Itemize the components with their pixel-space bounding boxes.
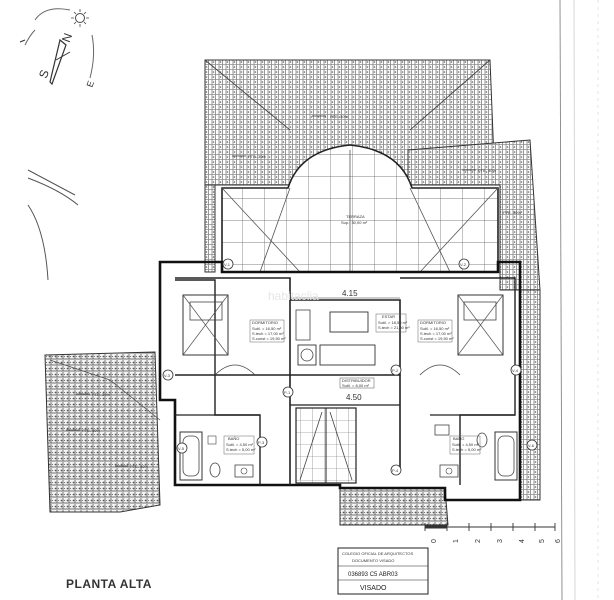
dormitorio-right-line2: S.tech = 17,00 m² [420,331,452,336]
distribuidor-area: Sutil. = 8,00 m² [342,383,370,388]
roof-slope-mid: PTE. 30% [248,154,266,159]
stamp-line2: DOCUMENTO VISADO [352,558,394,563]
roof-labels: PTE. 30% PTE. 30% PTE. 30% PTE. 30% PTE.… [66,114,521,469]
roof-slope-right2: PTE. 30% [503,210,521,215]
dormitorio-right-name: DORMITORIO [420,320,446,325]
scale-bar: 0 1 2 3 4 5 6 [424,523,562,543]
roof-slope-top: PTE. 30% [330,114,348,119]
distribuidor-name: DISTRIBUIDOR [342,378,371,383]
dormitorio-right-line3: S.const = 19,50 m² [420,336,454,341]
sun-icon [71,9,89,27]
scale-tick-6: 6 [555,539,562,543]
staircase [295,407,357,484]
scale-tick-3: 3 [497,539,504,543]
marker-v1: V-1 [222,258,234,270]
marker-v5: V-5 [176,442,188,454]
north-arrow-icon [49,38,71,86]
bano-left-name: BAÑO [228,436,239,441]
scale-tick-5: 5 [539,539,546,543]
estar-line2: S.tech = 21,00 m² [378,325,410,330]
dimension-top: 4.15 [342,289,358,298]
bano-right: BAÑO Sutil. = 4,50 m² S.tech = 5,00 m² [434,424,518,481]
scale-tick-2: 2 [475,539,482,543]
house-walls [158,260,522,502]
dormitorio-left-name: DORMITORIO [252,320,278,325]
compass-letter-n: N [59,31,75,44]
marker-p3: P-3 [256,436,268,448]
terraza-area-value: Sup.: 30,00 m² [341,220,368,225]
svg-text:V-1: V-1 [224,262,231,267]
marker-p2: P-2 [390,364,402,376]
bano-right-name: BAÑO [453,436,464,441]
marker-v6: V-6 [526,439,538,451]
stamp-word: VISADO [360,585,387,592]
plot-boundary-curve [27,169,79,281]
bano-left-line1: Sutil. = 4,50 m² [226,442,254,447]
dormitorio-left-line2: S.tech = 17,00 m² [252,331,284,336]
compass-letter-s: S [36,68,52,80]
svg-text:P-2: P-2 [392,368,399,373]
visado-stamp: COLEGIO OFICIAL DE ARQUITECTOS DOCUMENTO… [337,547,429,595]
dormitorio-right-line1: Sutil. = 16,50 m² [420,326,450,331]
bano-left-line2: S.tech = 5,00 m² [226,447,256,452]
estar-room: ESTAR Sutil. = 18,50 m² S.tech = 21,00 m… [295,309,410,366]
dormitorio-left-line1: Sutil. = 16,50 m² [252,326,282,331]
dimension-dist: 4.50 [346,393,362,402]
svg-text:V-5: V-5 [178,446,185,451]
bano-right-line2: S.tech = 5,00 m² [452,447,482,452]
roof-slope-right: PTE. 30% [478,168,496,173]
svg-text:V-4: V-4 [512,368,519,373]
svg-text:P-3: P-3 [258,440,265,445]
marker-v4: V-4 [510,364,522,376]
estar-line1: Sutil. = 18,50 m² [378,320,408,325]
plan-title: PLANTA ALTA [66,577,152,591]
marker-v2: V-2 [458,258,470,270]
svg-text:V-2: V-2 [460,262,467,267]
watermark: habitaclia [268,289,319,303]
marker-p4: P-4 [390,464,402,476]
roof-slope-left3: PTE. 30% [130,464,148,469]
svg-text:P-1: P-1 [284,390,291,395]
terraza-area: TERRAZA Sup.: 30,00 m² [221,144,499,273]
svg-text:V-3: V-3 [164,373,171,378]
svg-text:P-4: P-4 [392,468,399,473]
dormitorio-left: DORMITORIO Sutil. = 16,50 m² S.tech = 17… [182,294,286,376]
bano-right-line1: Sutil. = 4,50 m² [452,442,480,447]
estar-name: ESTAR [382,314,395,319]
compass-letter-e: E [85,80,96,89]
roof-slope-left1: PTE. 30% [92,392,110,397]
scale-tick-0: 0 [431,539,438,543]
scale-tick-4: 4 [519,539,526,543]
marker-p1: P-1 [282,386,294,398]
plot-boundary-right [559,0,599,600]
roof-slope-left2: PTE. 30% [82,428,100,433]
distribuidor: DISTRIBUIDOR Sutil. = 8,00 m² 4.50 [290,377,400,406]
dormitorio-left-line3: S.const = 19,50 m² [252,336,286,341]
svg-text:V-6: V-6 [528,443,535,448]
stamp-line1: COLEGIO OFICIAL DE ARQUITECTOS [342,551,413,556]
markers: V-1 V-2 V-3 V-4 P-1 P-2 P-3 P-4 V-5 V-6 [162,258,538,476]
terraza-name: TERRAZA [346,214,365,219]
dormitorio-right: DORMITORIO Sutil. = 16,50 m² S.tech = 17… [417,294,504,376]
scale-tick-1: 1 [453,539,460,543]
stamp-number: 036893 C5 ABR03 [348,572,398,578]
compass: S N E [19,8,96,89]
marker-v3: V-3 [162,369,174,381]
bano-left: BAÑO Sutil. = 4,50 m² S.tech = 5,00 m² [179,431,256,481]
